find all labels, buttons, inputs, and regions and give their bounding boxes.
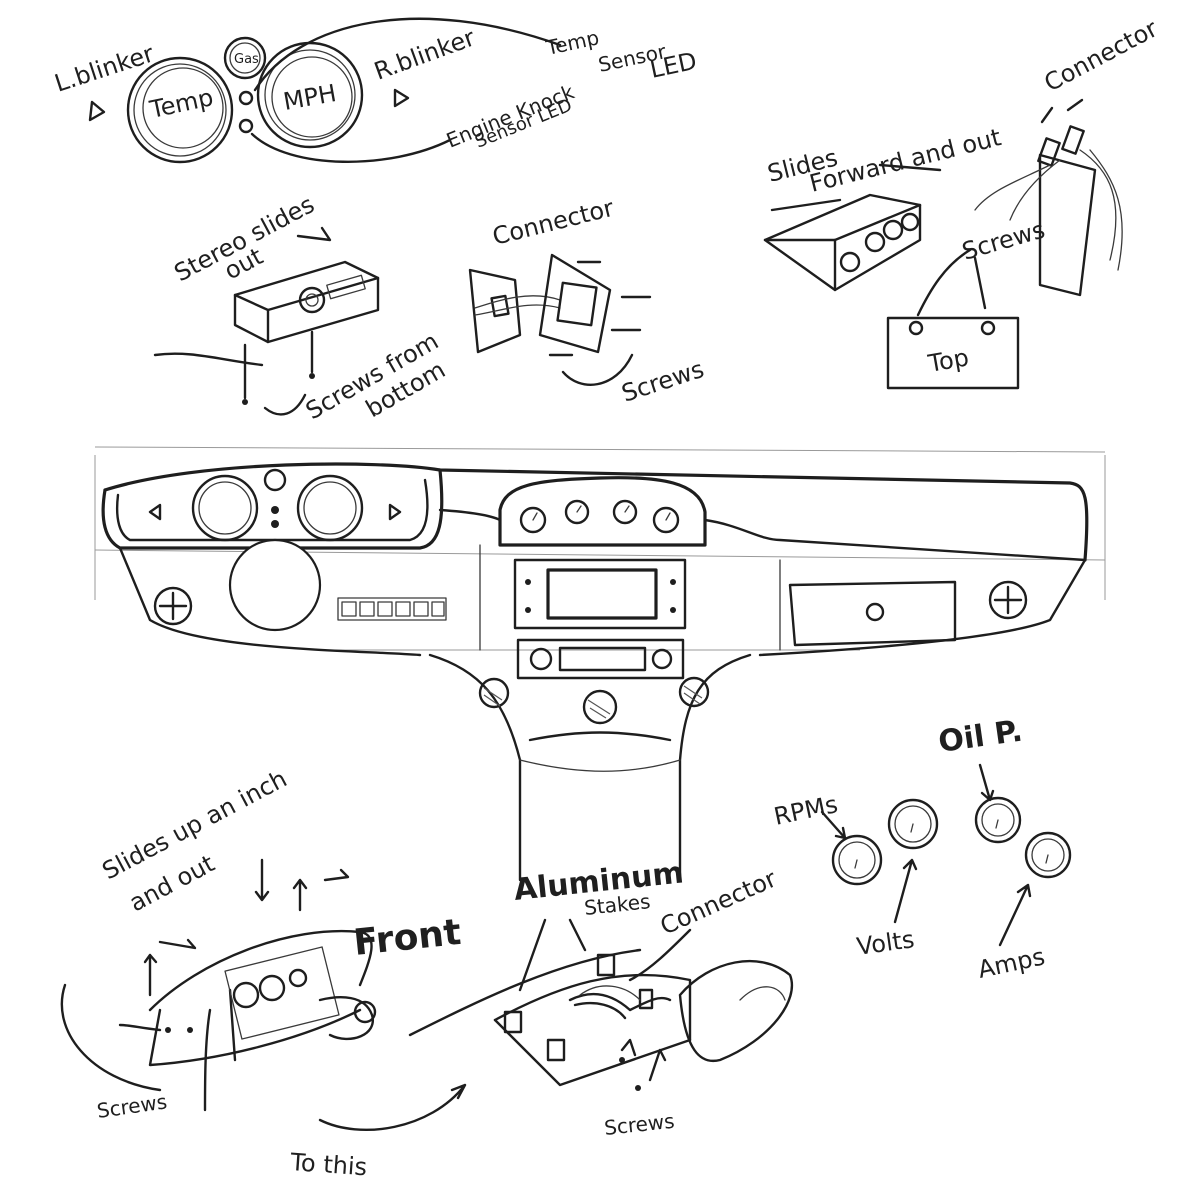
aux-gauges-sketch — [820, 763, 1072, 947]
gauge-pod-connector-sketch — [468, 253, 652, 386]
oil-pressure-gauge — [974, 796, 1022, 844]
main-dashboard-drawing — [94, 446, 1106, 882]
label-to-this: To this — [289, 1148, 368, 1181]
label-connector-right: Connector — [1040, 14, 1163, 97]
label-oil-p: Oil P. — [936, 714, 1024, 760]
gauge-cluster-sketch — [88, 17, 562, 164]
label-screws-bottom-mid: Screws — [603, 1109, 676, 1140]
stereo-sketch — [153, 226, 380, 416]
label-amps: Amps — [975, 942, 1047, 983]
rpm-gauge — [831, 834, 883, 886]
label-screws-mid: Screws — [618, 355, 707, 408]
label-gas: Gas — [234, 52, 259, 67]
temp-gauge — [126, 56, 234, 164]
engine-knock-led — [238, 118, 254, 134]
gas-gauge — [223, 36, 267, 80]
label-r-blinker: R.blinker — [370, 23, 478, 85]
steering-hub — [228, 538, 322, 632]
label-rpms: RPMs — [771, 790, 840, 831]
label-screws-bottom-left: Screws — [95, 1089, 168, 1123]
cluster-housing-sketch — [60, 858, 377, 1112]
amps-gauge — [1024, 831, 1072, 879]
label-top: Top — [925, 343, 971, 378]
label-screws-right: Screws — [959, 216, 1048, 266]
label-connector-mid: Connector — [490, 194, 617, 251]
label-temp-sensor-line1: Temp — [543, 25, 601, 60]
volts-gauge — [887, 798, 939, 850]
left-blinker-icon — [88, 100, 106, 122]
temp-sensor-led — [238, 90, 254, 106]
pod-internals-sketch — [408, 918, 793, 1091]
label-front: Front — [352, 912, 463, 964]
label-volts: Volts — [855, 925, 916, 961]
right-blinker-icon — [393, 88, 410, 108]
label-mph: MPH — [281, 79, 338, 116]
label-l-blinker: L.blinker — [51, 39, 157, 97]
center-pod-sketch — [763, 98, 1123, 390]
label-temp: Temp — [146, 83, 215, 124]
